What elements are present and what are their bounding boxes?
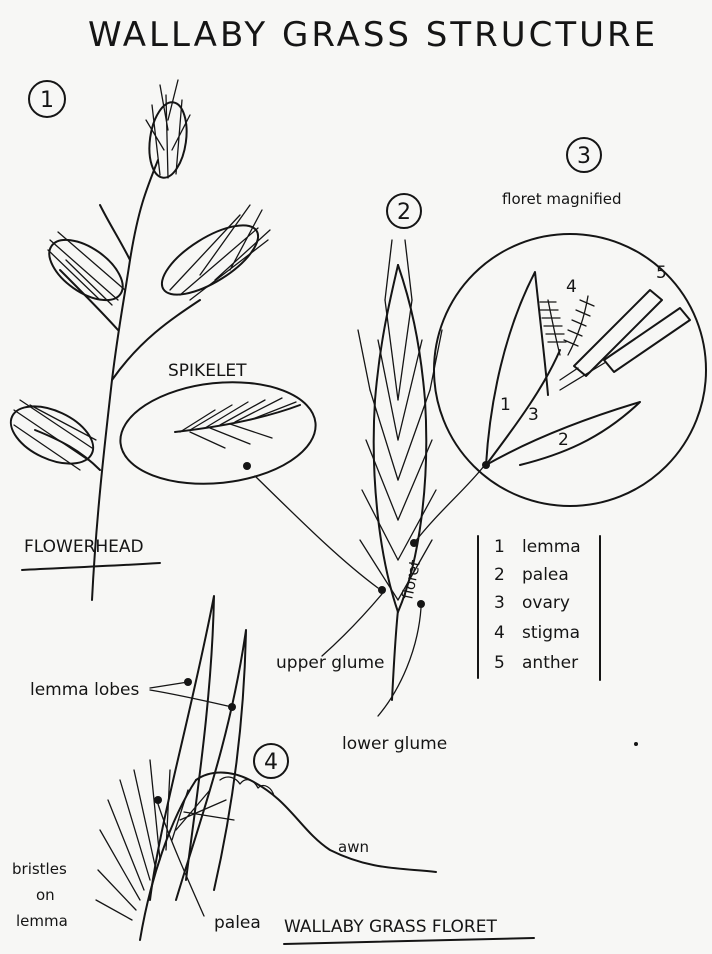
stigma-right-feathery — [564, 296, 594, 355]
panel-2-spikelet: 2 floret upper glume lower glume — [276, 194, 484, 754]
parts-legend: 1 lemma 2 palea 3 ovary 4 stigma 5 anthe… — [478, 536, 600, 680]
bristles-label-line1: bristles — [12, 860, 67, 878]
awn-label: awn — [338, 838, 369, 856]
bristles-label-line2: on — [36, 886, 55, 904]
flowerhead-caption: FLOWERHEAD — [24, 537, 144, 557]
panel-1-flowerhead: 1 FLOWERHEAD SPIKELET — [2, 80, 378, 600]
legend-num: 1 — [494, 537, 505, 557]
upper-glume-dot — [378, 586, 386, 594]
upper-glume-label: upper glume — [276, 653, 385, 673]
anther-filaments — [560, 362, 606, 390]
part-number-2: 2 — [558, 430, 569, 450]
palea-label: palea — [214, 913, 261, 933]
flowerhead-caption-underline — [22, 563, 160, 570]
spikelet-drawing — [175, 398, 300, 448]
panel-4-floret: 4 lemma lobes awn bristles on lemma pale… — [12, 596, 534, 944]
floret-label: floret — [398, 558, 424, 601]
spikelet-florets — [358, 240, 442, 612]
anther-two — [604, 308, 690, 372]
flowerhead-branch-top — [100, 205, 130, 260]
legend-num: 4 — [494, 623, 505, 643]
legend-name: stigma — [522, 623, 580, 643]
legend-row: 2 palea — [494, 565, 569, 585]
flowerhead-spikelet-top — [145, 80, 191, 180]
page-title: WALLABY GRASS STRUCTURE — [88, 15, 658, 55]
panel-3-floret-magnified: 3 floret magnified 1 2 3 4 5 1 lemma 2 — [434, 138, 706, 746]
part-number-5: 5 — [656, 263, 667, 283]
flowerhead-stem — [92, 160, 158, 600]
bristles-on-lemma — [96, 760, 234, 920]
lemma-lobes-label: lemma lobes — [30, 680, 139, 700]
legend-name: palea — [522, 565, 569, 585]
part-number-1: 1 — [500, 395, 511, 415]
spikelet-label: SPIKELET — [168, 361, 247, 381]
part-number-3: 3 — [528, 405, 539, 425]
lemma-outline — [486, 272, 548, 465]
lower-glume-label: lower glume — [342, 734, 447, 754]
upper-glume-leader — [322, 594, 382, 656]
legend-name: ovary — [522, 593, 570, 613]
spikelet-leader-line — [255, 476, 378, 588]
stray-dot — [634, 742, 638, 746]
spikelet-magnifier-ellipse — [115, 373, 320, 493]
awn — [196, 773, 436, 873]
floret-magnified-heading: floret magnified — [502, 190, 622, 208]
palea-dot — [154, 796, 162, 804]
floret-caption-underline — [284, 938, 534, 944]
legend-num: 2 — [494, 565, 505, 585]
panel-2-number: 2 — [397, 200, 411, 225]
spikelet-marker-dot — [243, 462, 251, 470]
panel-1-number: 1 — [40, 88, 54, 113]
legend-num: 5 — [494, 653, 505, 673]
legend-row: 3 ovary — [494, 593, 570, 613]
floret-caption: WALLABY GRASS FLORET — [284, 917, 497, 937]
awn-twist — [220, 777, 274, 796]
legend-row: 1 lemma — [494, 537, 581, 557]
bristles-label-line3: lemma — [16, 912, 68, 930]
panel-3-number: 3 — [577, 144, 591, 169]
panel-4-number: 4 — [264, 750, 278, 775]
legend-num: 3 — [494, 593, 505, 613]
lower-glume-dot — [417, 600, 425, 608]
legend-name: anther — [522, 653, 578, 673]
flowerhead-spikelet-left-lower — [2, 395, 102, 476]
part-number-4: 4 — [566, 277, 577, 297]
legend-row: 4 stigma — [494, 623, 580, 643]
legend-name: lemma — [522, 537, 581, 557]
spikelet-stalk — [392, 610, 398, 700]
ovary-line — [486, 350, 560, 465]
flowerhead-spikelet-right — [152, 205, 270, 308]
legend-row: 5 anther — [494, 653, 578, 673]
